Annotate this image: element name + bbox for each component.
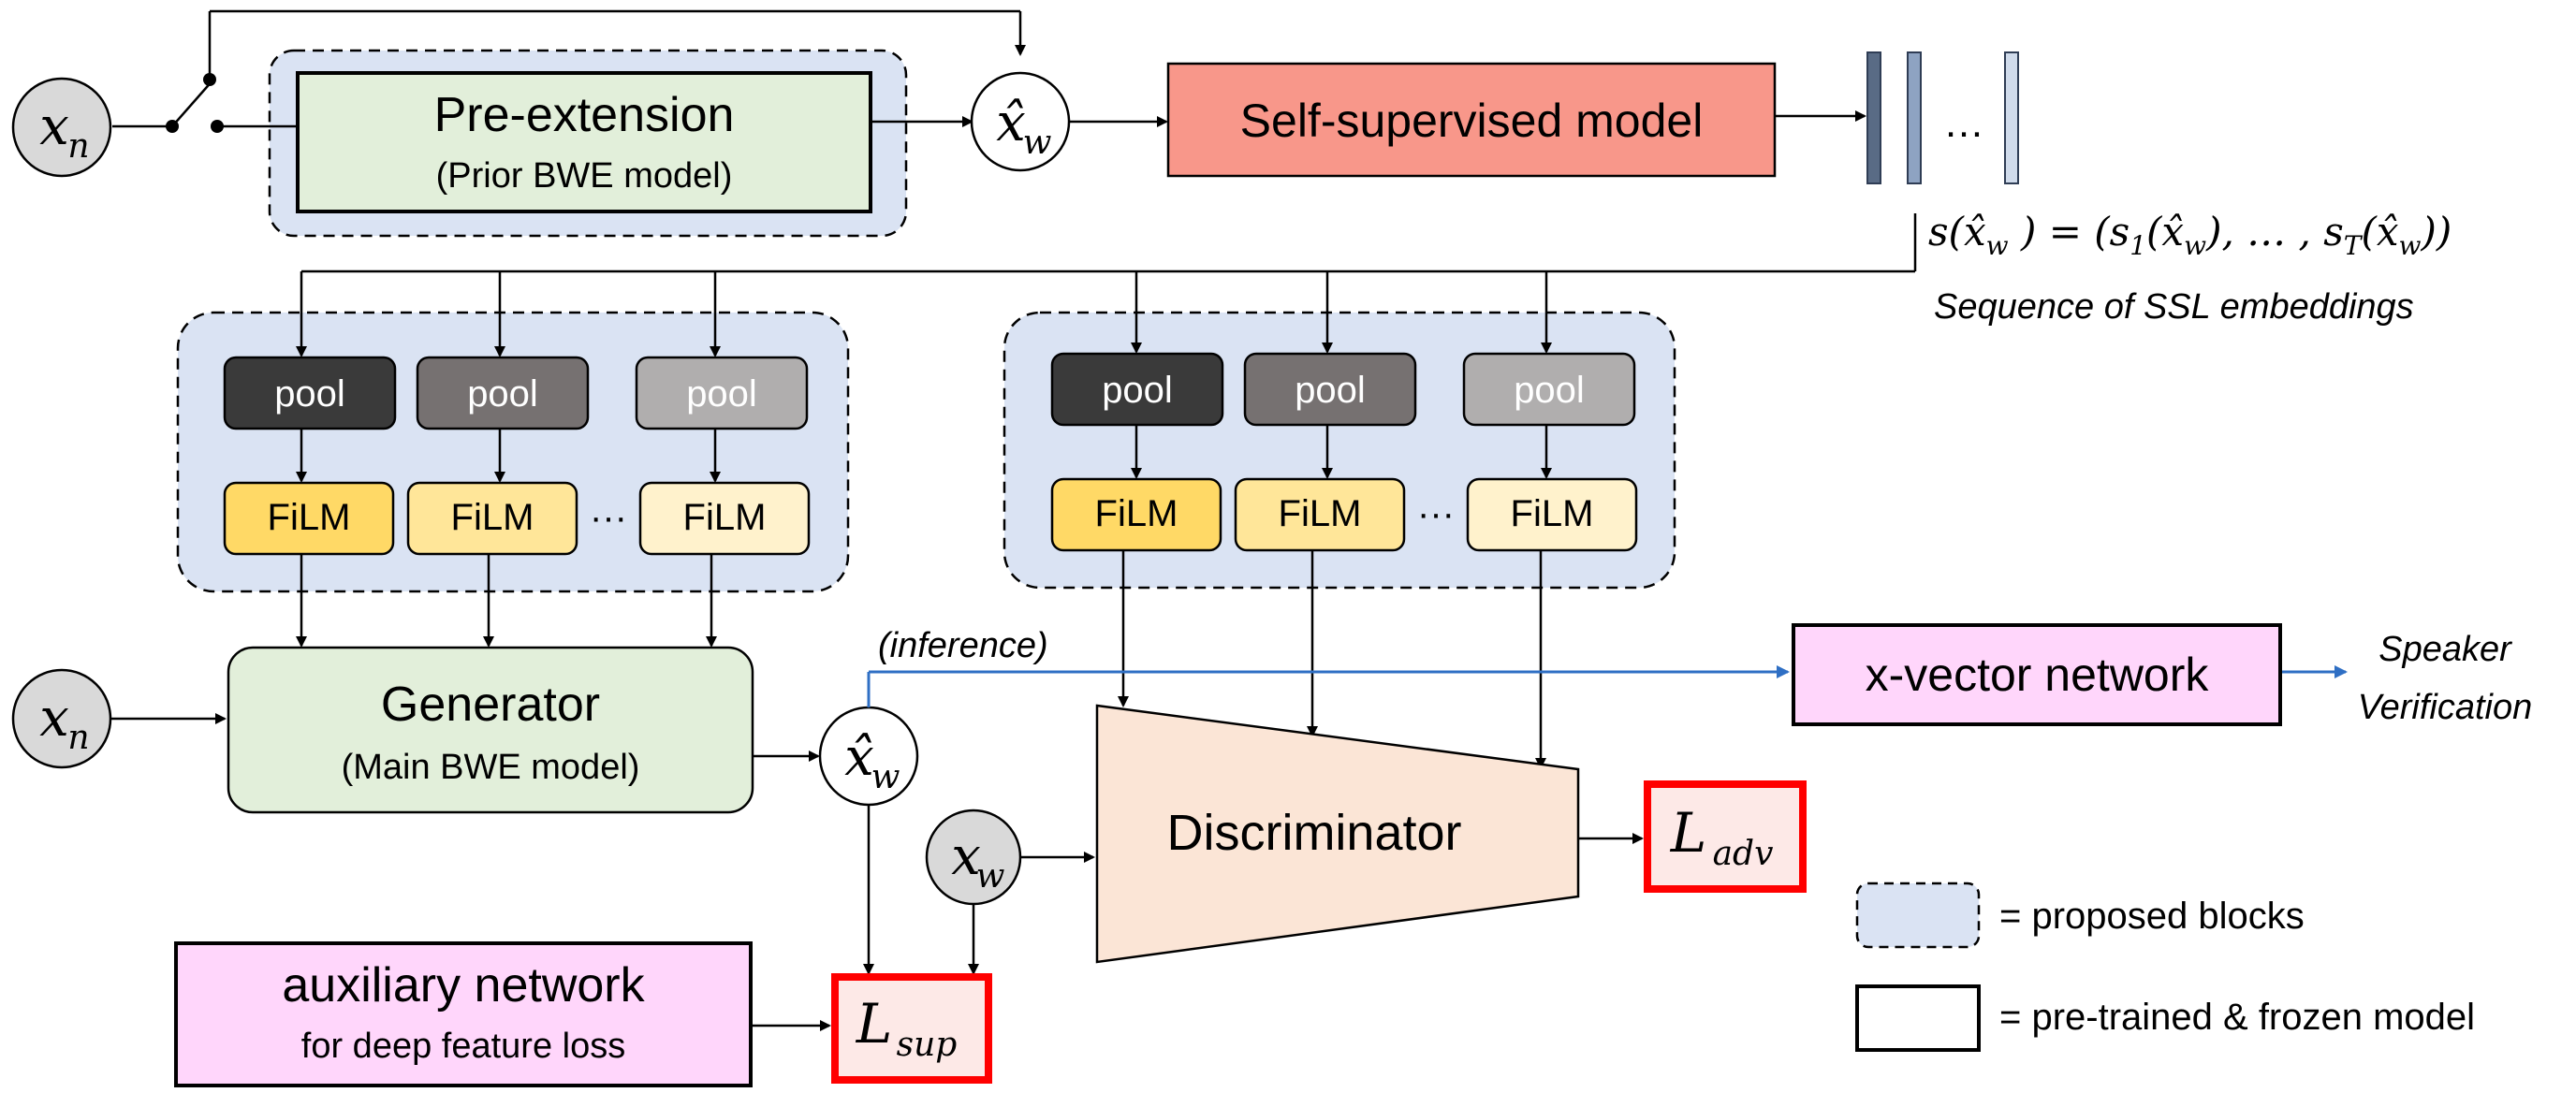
svg-text:pool: pool [1514,370,1585,411]
svg-text:…: … [1943,100,1984,146]
ssl-caption: Sequence of SSL embeddings [1934,287,2414,327]
svg-text:Pre-extension: Pre-extension [434,88,735,142]
pool-disc-3: pool [1462,352,1636,427]
svg-text:x̂: x̂ [996,93,1026,153]
svg-text:pool: pool [1102,370,1173,411]
input-node-xn-top: x n [11,77,112,178]
target-node-xw: x w [925,809,1022,906]
film-gen-ellipsis: ··· [590,497,627,538]
ssl-formula: s(x̂w ) = (s1(x̂w), … , sT(x̂w)) [1928,209,2452,261]
pool-gen-2: pool [416,356,590,430]
ssl-distribution-lines [296,213,1917,357]
pre-extended-node-xhat-w: x̂ w [970,71,1071,172]
svg-text:x: x [39,96,69,157]
discriminator-block: Discriminator [1095,704,1580,964]
svg-text:L: L [1670,801,1707,865]
film-gen-1: FiLM [223,481,395,556]
svg-text:x-vector network: x-vector network [1866,649,2210,701]
loss-adv: L adv [1644,780,1807,893]
film-gen-3: FiLM [638,481,811,556]
svg-text:Self-supervised model: Self-supervised model [1240,95,1704,147]
loss-sup: L sup [831,973,992,1084]
svg-text:x̂̂: x̂̂ [844,727,874,788]
svg-text:adv: adv [1713,835,1774,873]
auxiliary-network-block: auxiliary network for deep feature loss [174,941,753,1087]
svg-text:auxiliary network: auxiliary network [282,958,645,1013]
legend-proposed-label: = proposed blocks [1999,896,2305,937]
legend: = proposed blocks = pre-trained & frozen… [1855,882,2475,1052]
svg-text:pool: pool [467,373,538,415]
legend-proposed-swatch [1855,882,1981,949]
inference-label: (inference) [878,626,1048,665]
svg-text:(Prior BWE model): (Prior BWE model) [436,156,733,196]
svg-text:FiLM: FiLM [268,497,351,538]
film-gen-2: FiLM [406,481,578,556]
svg-text:n: n [67,719,89,757]
pool-disc-2: pool [1243,352,1417,427]
legend-frozen-swatch [1855,984,1981,1052]
legend-frozen-label: = pre-trained & frozen model [1999,997,2475,1038]
film-disc-ellipsis: ··· [1417,493,1455,534]
svg-text:Generator: Generator [381,678,600,732]
svg-text:pool: pool [274,373,345,415]
film-disc-3: FiLM [1466,477,1638,552]
self-supervised-model-block: Self-supervised model [1166,62,1777,178]
pool-gen-3: pool [635,356,809,430]
svg-text:L: L [856,992,893,1056]
svg-text:FiLM: FiLM [683,497,767,538]
pool-disc-1: pool [1050,352,1224,427]
speaker-verification-line1: Speaker [2378,630,2512,669]
ssl-embedding-bars: … [1866,51,2019,184]
svg-text:FiLM: FiLM [451,497,534,538]
svg-text:w: w [976,857,1005,896]
speaker-verification-line2: Verification [2358,688,2533,727]
svg-text:x: x [951,826,981,887]
film-disc-1: FiLM [1050,477,1222,552]
svg-text:n: n [67,127,89,166]
svg-text:FiLM: FiLM [1095,493,1178,534]
svg-text:for deep feature loss: for deep feature loss [301,1027,625,1066]
xvector-block: x-vector network [1792,623,2282,726]
film-disc-2: FiLM [1234,477,1406,552]
generator-block: Generator (Main BWE model) [227,646,754,814]
bypass-switch [112,9,1026,128]
pool-gen-1: pool [223,356,397,430]
pre-extension-block: Pre-extension (Prior BWE model) [296,71,872,213]
svg-text:pool: pool [1295,370,1366,411]
svg-text:sup: sup [897,1026,958,1064]
svg-text:(Main BWE model): (Main BWE model) [342,748,640,787]
inference-path [867,665,2348,707]
svg-text:Discriminator: Discriminator [1166,805,1461,861]
output-node-xhathat-w: x̂̂ w [818,706,919,807]
svg-text:w: w [1023,124,1052,162]
input-node-xn-mid: x n [11,668,112,769]
svg-text:FiLM: FiLM [1511,493,1594,534]
svg-text:pool: pool [686,373,757,415]
svg-text:FiLM: FiLM [1279,493,1362,534]
svg-text:x: x [39,688,69,749]
svg-text:w: w [871,758,900,796]
